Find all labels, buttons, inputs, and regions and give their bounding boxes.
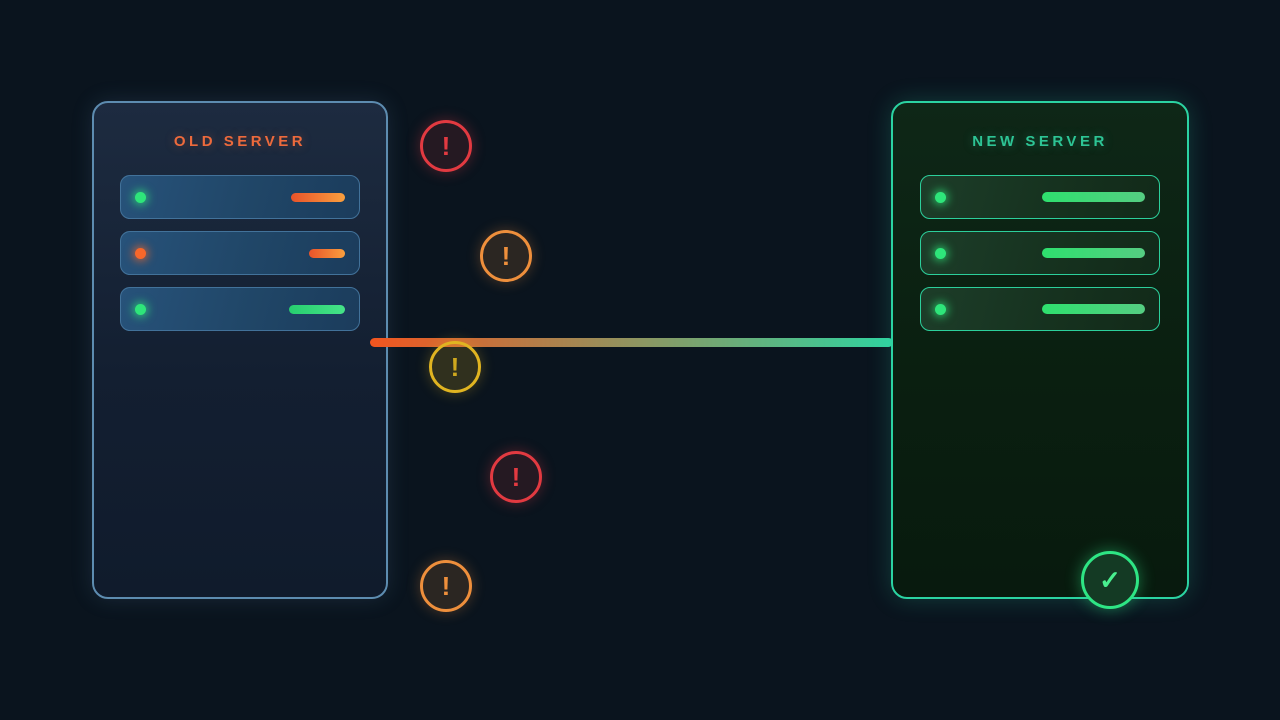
old-server-panel: OLD SERVER [92,101,388,599]
exclamation-icon: ! [450,352,460,382]
activity-bar [1042,248,1145,258]
status-dot-green-icon [935,247,946,259]
checkmark-icon: ✓ [1099,565,1121,595]
alert-badge[interactable]: ! [420,560,472,612]
alert-badge[interactable]: ! [429,341,481,393]
exclamation-icon: ! [501,241,511,271]
server-slot [920,175,1160,219]
new-server-slot-list [893,175,1187,331]
server-slot [920,287,1160,331]
status-dot-green-icon [135,303,146,315]
server-slot [920,231,1160,275]
status-dot-green-icon [935,191,946,203]
server-slot [120,231,360,275]
alert-badge[interactable]: ! [480,230,532,282]
alert-badge[interactable]: ! [420,120,472,172]
migration-progress-line [370,338,893,347]
status-dot-green-icon [135,191,146,203]
status-dot-green-icon [935,303,946,315]
activity-bar [1042,304,1145,314]
server-slot [120,287,360,331]
activity-bar [289,304,345,314]
new-server-title: NEW SERVER [972,133,1108,150]
success-badge[interactable]: ✓ [1081,551,1139,609]
exclamation-icon: ! [511,462,521,492]
exclamation-icon: ! [441,571,451,601]
old-server-slot-list [94,175,386,331]
new-server-panel: NEW SERVER [891,101,1189,599]
activity-bar [1042,192,1145,202]
exclamation-icon: ! [441,131,451,161]
alert-badge[interactable]: ! [490,451,542,503]
activity-bar [291,192,345,202]
status-dot-orange-icon [135,247,146,259]
activity-bar [309,248,345,258]
server-slot [120,175,360,219]
old-server-title: OLD SERVER [173,133,307,150]
